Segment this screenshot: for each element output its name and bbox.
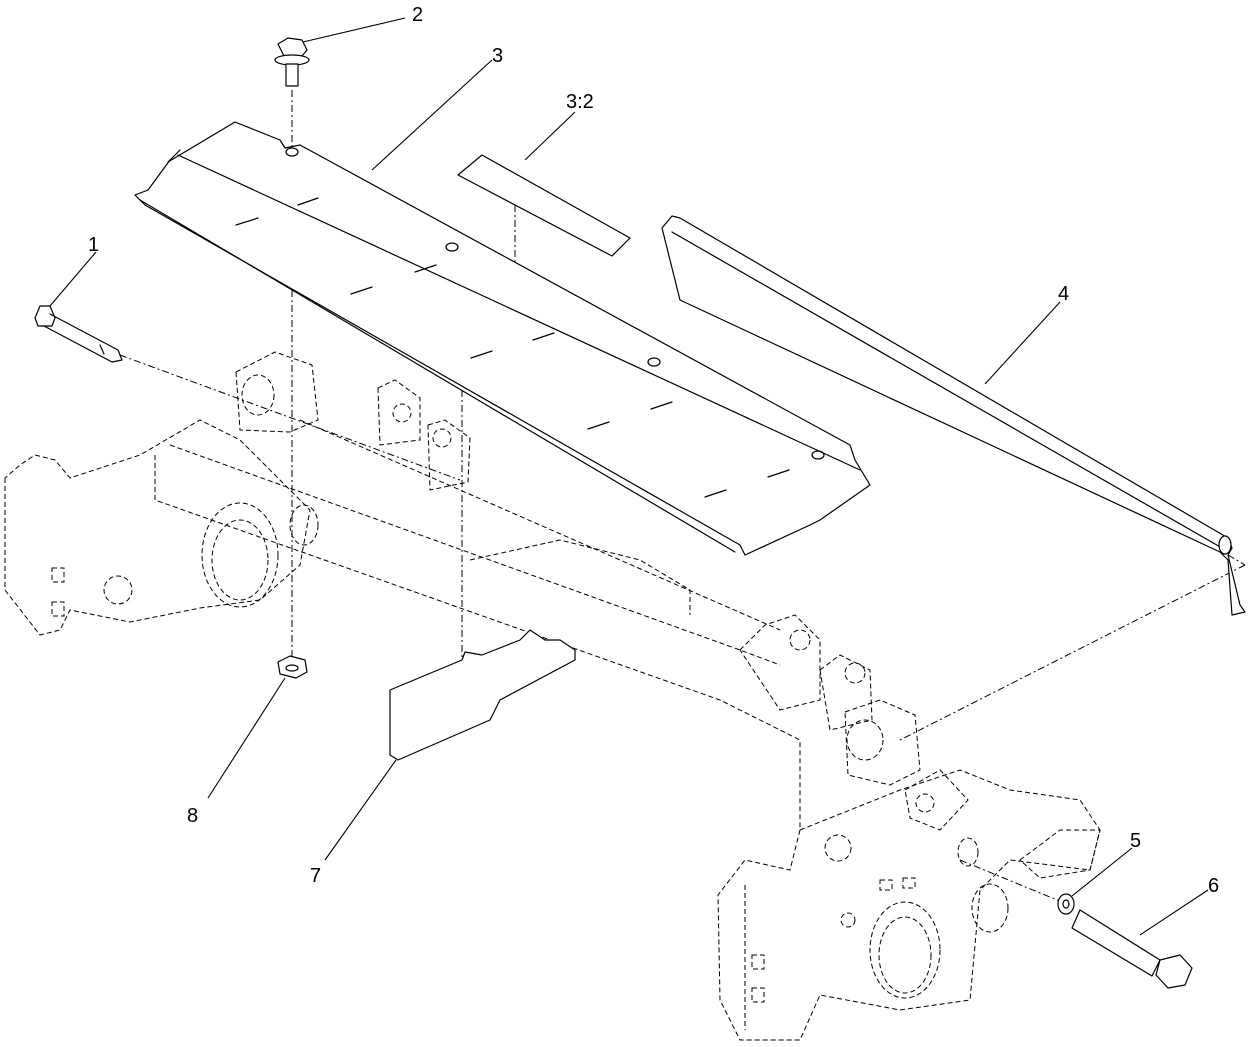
part-7-shield [389,629,576,761]
callout-4: 4 [1058,283,1069,305]
part-3-2-decal [457,154,631,257]
callout-3: 3 [492,45,503,67]
part-4-rail [661,215,1246,616]
callout-6: 6 [1208,875,1219,897]
callout-8: 8 [187,805,198,827]
leader-lines [49,17,1209,936]
part-1-bolt [34,305,123,363]
frame-phantom [4,351,1101,1041]
assembly-centerlines [119,90,1246,903]
part-3-plate [134,121,871,556]
part-8-nut [277,655,308,679]
callouts: 1 2 3 3:2 4 5 6 7 8 [88,4,1219,897]
part-6-bolt [1071,909,1193,989]
part-2-flange-bolt [274,37,310,87]
callout-3-2: 3:2 [566,91,594,113]
callout-7: 7 [310,865,321,887]
part-5-washer [1057,893,1075,915]
callout-2: 2 [412,4,423,26]
callout-5: 5 [1130,830,1141,852]
callout-1: 1 [88,234,99,256]
